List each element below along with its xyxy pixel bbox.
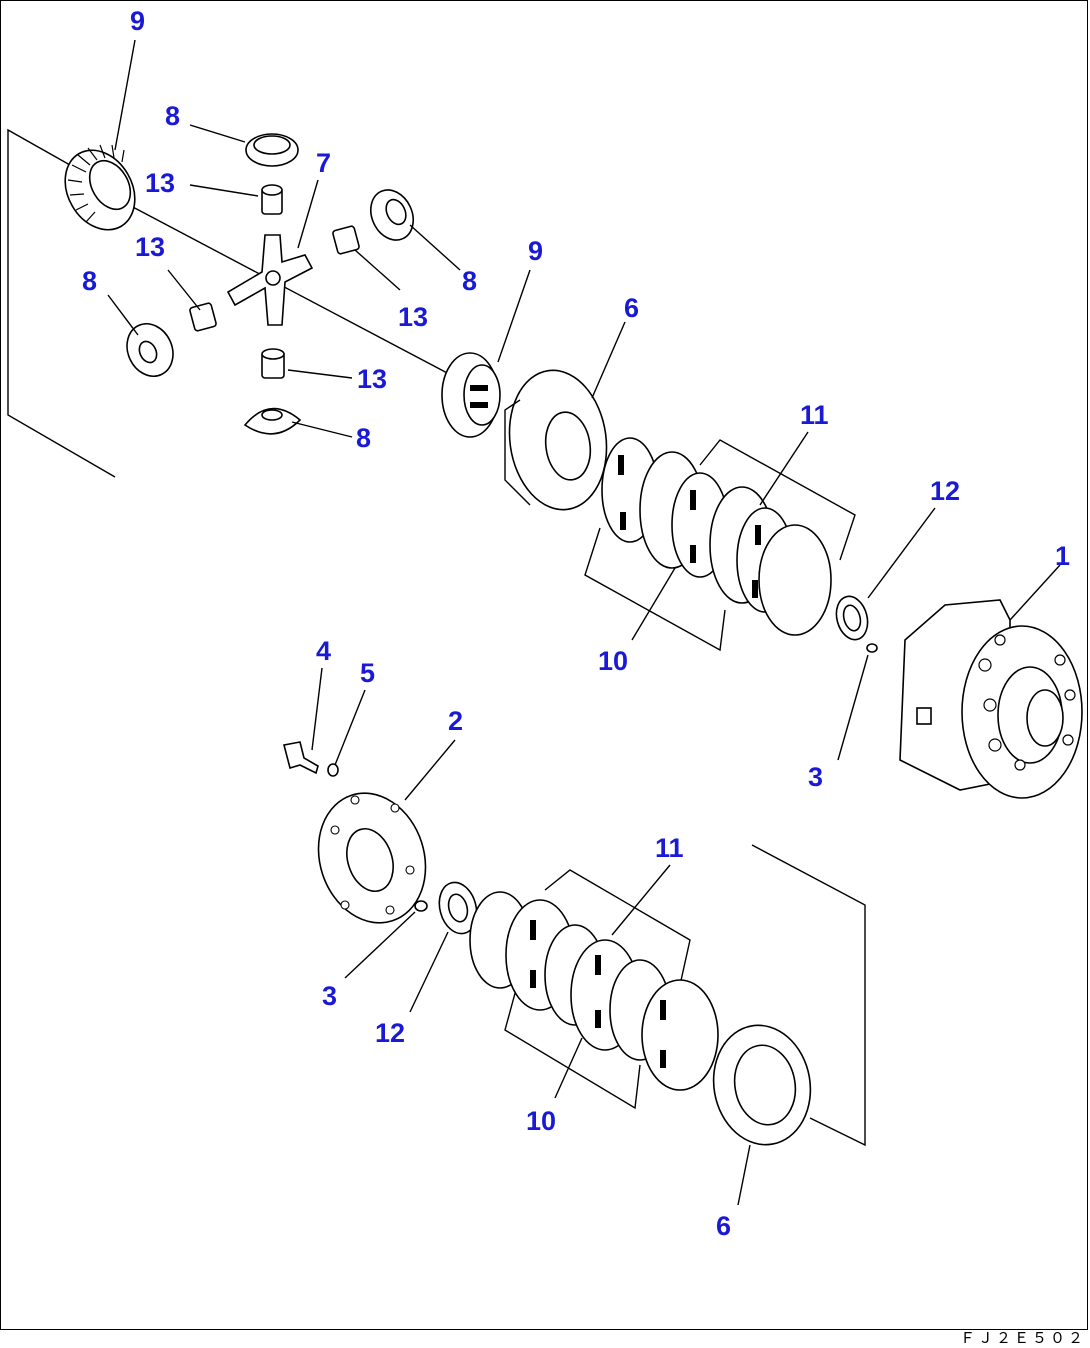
callout-11-upper: 11 xyxy=(800,400,829,430)
callout-3-upper: 3 xyxy=(808,762,823,792)
callout-6-lower: 6 xyxy=(716,1211,731,1241)
callout-1: 1 xyxy=(1055,541,1070,571)
callout-12-upper: 12 xyxy=(930,476,960,506)
callout-13-c: 13 xyxy=(398,302,428,332)
callout-12-lower: 12 xyxy=(375,1018,405,1048)
part-5-lock-washer[interactable] xyxy=(327,763,339,777)
assembly-bracket-right xyxy=(751,844,866,1147)
callout-labels: 9 8 13 7 13 8 13 8 13 8 9 6 11 12 1 10 3… xyxy=(82,6,1070,1241)
part-9-side-gear-lower[interactable] xyxy=(441,352,501,438)
part-7-spider[interactable] xyxy=(226,234,314,326)
callout-13-d: 13 xyxy=(357,364,387,394)
part-8-thrust-washer-top[interactable] xyxy=(245,133,299,167)
callout-10-upper: 10 xyxy=(598,646,628,676)
callout-9-top: 9 xyxy=(130,6,145,36)
callout-8-bottom: 8 xyxy=(356,423,371,453)
part-1-differential-case[interactable] xyxy=(899,599,1083,799)
part-4-bolt[interactable] xyxy=(283,741,319,775)
callout-3-lower: 3 xyxy=(322,981,337,1011)
part-8-pinion-gear-left[interactable] xyxy=(119,316,182,384)
part-3-pin-upper[interactable] xyxy=(866,643,878,653)
callout-2: 2 xyxy=(448,706,463,736)
callout-6-upper: 6 xyxy=(624,293,639,323)
callout-10-lower: 10 xyxy=(526,1106,556,1136)
part-12-thrust-washer-upper[interactable] xyxy=(832,593,872,643)
callout-9-lower: 9 xyxy=(528,236,543,266)
part-13-bushing-d[interactable] xyxy=(261,348,285,379)
callout-8-right: 8 xyxy=(462,266,477,296)
clutch-disc-stack-lower[interactable] xyxy=(469,869,719,1110)
callout-8-top: 8 xyxy=(165,101,180,131)
callout-5: 5 xyxy=(360,658,375,688)
part-3-pin-lower[interactable] xyxy=(414,900,428,912)
part-8-pinion-gear-bottom[interactable] xyxy=(243,407,302,435)
part-6-clutch-housing-lower[interactable] xyxy=(704,1018,819,1153)
part-13-bushing-a[interactable] xyxy=(261,184,283,215)
callout-4: 4 xyxy=(316,636,331,666)
callout-7: 7 xyxy=(316,148,331,178)
part-8-pinion-gear-right[interactable] xyxy=(363,183,421,247)
leader-lines xyxy=(107,39,1061,1206)
drawing-code: ＦＪ２Ｅ５０２ xyxy=(959,1329,1086,1347)
part-9-side-gear[interactable] xyxy=(51,138,148,243)
assembly-bracket-left xyxy=(7,128,116,478)
part-13-bushing-c[interactable] xyxy=(189,302,217,332)
clutch-disc-stack-upper[interactable] xyxy=(584,437,856,652)
callout-13-a: 13 xyxy=(145,168,175,198)
part-12-thrust-washer-lower[interactable] xyxy=(434,878,482,938)
part-2-case-cover[interactable] xyxy=(302,779,442,937)
callout-11-lower: 11 xyxy=(655,833,684,863)
callout-8-left: 8 xyxy=(82,266,97,296)
part-6-clutch-housing-upper[interactable] xyxy=(501,364,616,516)
part-13-bushing-b[interactable] xyxy=(332,225,360,255)
callout-13-b: 13 xyxy=(135,232,165,262)
